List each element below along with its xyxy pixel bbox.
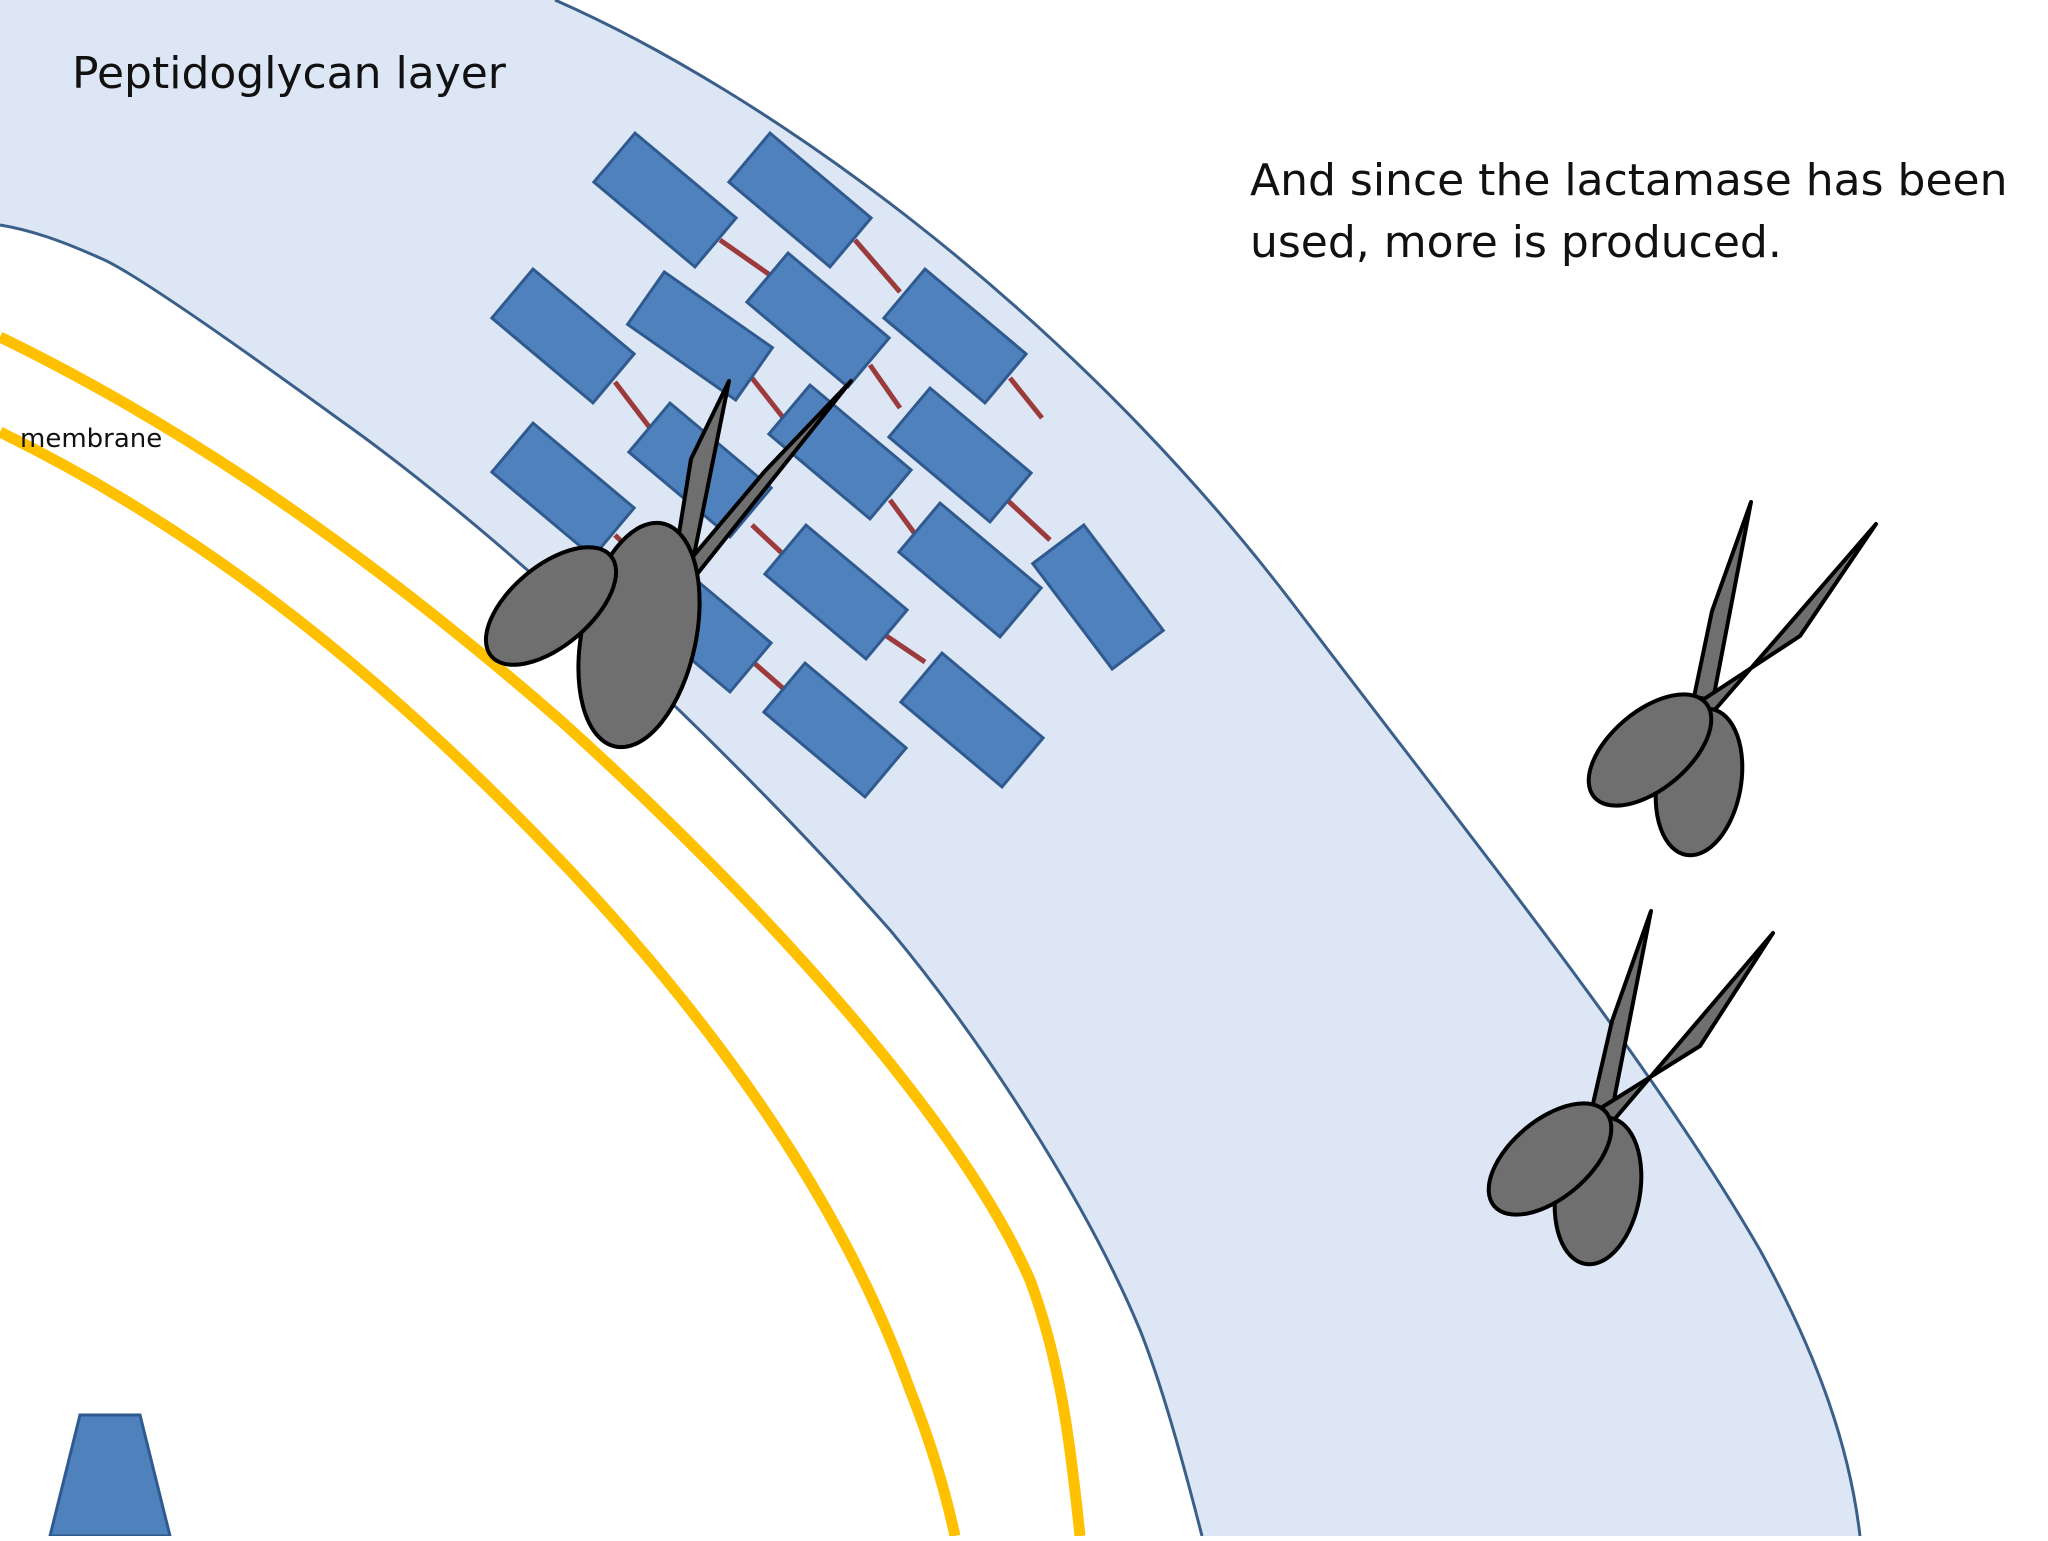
glycan-block xyxy=(886,385,1034,525)
glycan-block xyxy=(744,250,892,390)
crosslink xyxy=(750,523,787,558)
scissors-icon xyxy=(1586,500,1878,858)
membrane-outer-line xyxy=(0,332,1086,1537)
glycan-block xyxy=(726,130,874,270)
outer-wall-outline xyxy=(554,0,1862,1537)
glycan-block xyxy=(881,266,1029,406)
caption-line-1: And since the lactamase has been xyxy=(1250,155,2008,206)
membrane-inner-line xyxy=(0,427,961,1538)
lactamase-caption: And since the lactamase has been used, m… xyxy=(1250,150,2010,274)
scissors-blade xyxy=(1692,500,1753,702)
crosslink xyxy=(1008,376,1044,420)
crosslink xyxy=(887,498,921,540)
glycan-block xyxy=(625,269,775,403)
glycan-block xyxy=(896,500,1044,640)
inner-wall-outline xyxy=(0,223,1204,1537)
crosslink xyxy=(750,376,787,422)
scissors-handle xyxy=(483,545,619,667)
glycan-block xyxy=(489,266,637,406)
crosslink xyxy=(867,363,903,410)
glycan-block xyxy=(489,420,637,560)
glycan-block xyxy=(898,650,1046,790)
scissors-handle xyxy=(1586,692,1714,808)
glycan-block xyxy=(761,660,909,800)
peptidoglycan-band xyxy=(0,0,1860,1536)
scissors-handle xyxy=(1486,1101,1614,1217)
glycan-block xyxy=(766,382,914,522)
crosslink xyxy=(718,237,772,278)
crosslink xyxy=(853,238,902,294)
crosslink xyxy=(883,632,927,665)
glycan-block xyxy=(762,522,910,662)
membrane-label: membrane xyxy=(20,424,163,454)
scissors-icon xyxy=(1486,909,1775,1267)
peptidoglycan-layer-label: Peptidoglycan layer xyxy=(72,48,506,99)
trapezoid-protein-icon xyxy=(48,1413,172,1538)
glycan-block xyxy=(1030,522,1166,672)
glycan-block xyxy=(591,130,739,270)
crosslink xyxy=(613,380,652,430)
scissors-icon xyxy=(483,379,853,750)
crosslink xyxy=(1003,496,1052,542)
caption-line-2: used, more is produced. xyxy=(1250,217,1782,268)
